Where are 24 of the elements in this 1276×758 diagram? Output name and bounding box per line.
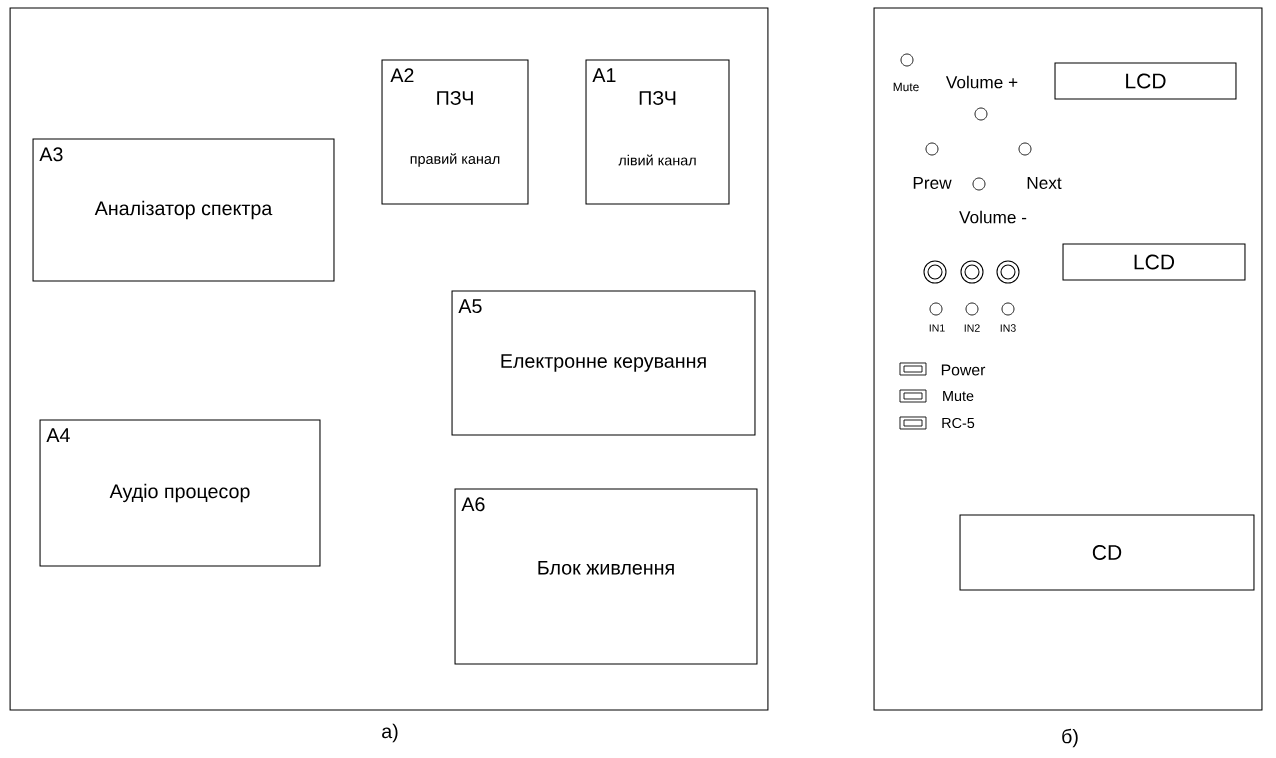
display-box: А5 Електронне керування: [451, 290, 756, 436]
control-label: Power: [941, 364, 986, 376]
control-label: RC-5: [942, 417, 975, 429]
control-label: IN3: [1000, 324, 1016, 332]
control-label: IN2: [964, 324, 980, 332]
panel-frame: [873, 7, 1263, 711]
display-box: LCD: [1062, 243, 1246, 281]
drive-slot-box: CD: [959, 514, 1255, 591]
control-label: Volume -: [959, 210, 1027, 224]
control-label: Mute: [943, 390, 974, 401]
display-box: А3 Аналізатор спектра: [32, 138, 335, 282]
control-label: IN1: [929, 324, 945, 332]
panel-caption: а): [382, 723, 398, 743]
control-label: Prew: [913, 177, 952, 189]
display-box: А4 Аудіо процесор: [39, 419, 321, 567]
control-label: Next: [1027, 177, 1062, 189]
panel-caption: б): [1062, 728, 1078, 748]
control-label: Mute: [893, 82, 919, 92]
panel-frame: [9, 7, 769, 711]
display-box: А2 ПЗЧ правий канал: [381, 59, 529, 205]
display-box: А1 ПЗЧ лівий канал: [585, 59, 730, 205]
display-box: А6 Блок живлення: [454, 488, 758, 665]
control-label: Volume +: [945, 75, 1018, 89]
display-box: LCD: [1054, 62, 1237, 100]
